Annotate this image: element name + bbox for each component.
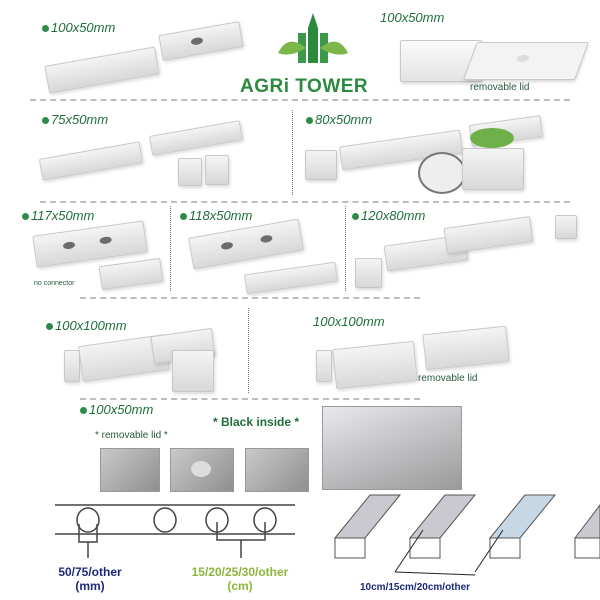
hole-spacing-spec: 15/20/25/30/other (cm)	[180, 565, 300, 593]
bullet-icon	[306, 117, 313, 125]
divider	[80, 297, 420, 299]
size-text: 75x50mm	[51, 112, 109, 127]
size-text: 100x100mm	[55, 318, 127, 333]
tube-spacing-diagram	[333, 494, 600, 576]
size-label-80x50: 80x50mm	[306, 112, 372, 127]
size-label-100x50-a: 100x50mm	[42, 20, 115, 35]
size-text: 120x80mm	[361, 208, 426, 223]
size-label-117x50: 117x50mm	[22, 208, 94, 223]
size-label-75x50: 75x50mm	[42, 112, 108, 127]
size-label-118x50: 118x50mm	[180, 208, 252, 223]
brand-name: AGRi TOWER	[240, 76, 369, 97]
hole-diameter-unit: (mm)	[75, 579, 105, 593]
bullet-icon	[46, 323, 53, 331]
tube-spacing-spec: 10cm/15cm/20cm/other	[360, 582, 471, 593]
divider	[40, 201, 570, 203]
size-label-100x100-b: 100x100mm	[313, 314, 385, 329]
hole-diameter-value: 50/75/other	[58, 565, 122, 579]
divider	[248, 308, 249, 393]
divider	[30, 99, 570, 101]
render-lid-3	[245, 448, 309, 492]
bullet-icon	[22, 213, 29, 221]
bullet-icon	[42, 25, 49, 33]
render-lid-1	[100, 448, 160, 492]
bullet-icon	[180, 213, 187, 221]
detail-closeup	[418, 152, 466, 194]
size-text: 80x50mm	[315, 112, 373, 127]
no-connector-note: no connector	[34, 280, 75, 287]
render-lid-2	[170, 448, 234, 492]
hole-spacing-unit: (cm)	[227, 579, 253, 593]
removable-lid-note: removable lid	[470, 82, 530, 93]
render-channel	[322, 406, 462, 490]
size-text: 100x50mm	[89, 402, 154, 417]
divider	[345, 206, 346, 291]
size-label-100x100-a: 100x100mm	[46, 318, 127, 333]
size-label-100x50-b: 100x50mm	[380, 10, 445, 25]
hole-spacing-diagram	[55, 504, 295, 558]
agri-tower-logo-icon	[268, 8, 358, 68]
divider	[292, 110, 293, 195]
bullet-icon	[80, 407, 87, 415]
hole-diameter-spec: 50/75/other (mm)	[40, 565, 140, 593]
removable-lid-note-3: * removable lid *	[95, 430, 168, 441]
hole-spacing-value: 15/20/25/30/other	[191, 565, 289, 579]
divider	[80, 398, 420, 400]
size-label-100x50-c: 100x50mm	[80, 402, 153, 417]
bullet-icon	[42, 117, 49, 125]
size-text: 117x50mm	[31, 208, 95, 223]
size-label-120x80: 120x80mm	[352, 208, 425, 223]
removable-lid-note-2: removable lid	[418, 373, 478, 384]
plant-icon	[470, 128, 514, 148]
size-text: 100x50mm	[51, 20, 116, 35]
size-text: 118x50mm	[189, 208, 253, 223]
bullet-icon	[352, 213, 359, 221]
black-inside-note: * Black inside *	[213, 415, 300, 429]
divider	[170, 206, 171, 291]
